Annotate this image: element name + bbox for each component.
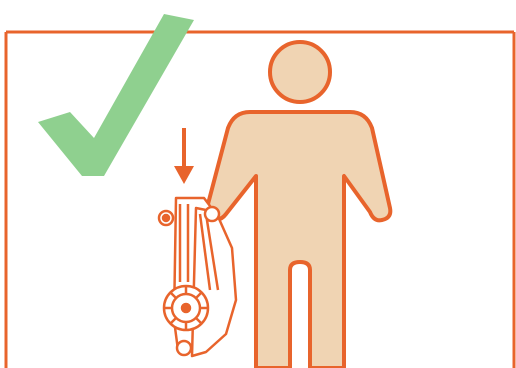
illustration-svg bbox=[0, 0, 516, 368]
illustration-canvas bbox=[0, 0, 516, 368]
